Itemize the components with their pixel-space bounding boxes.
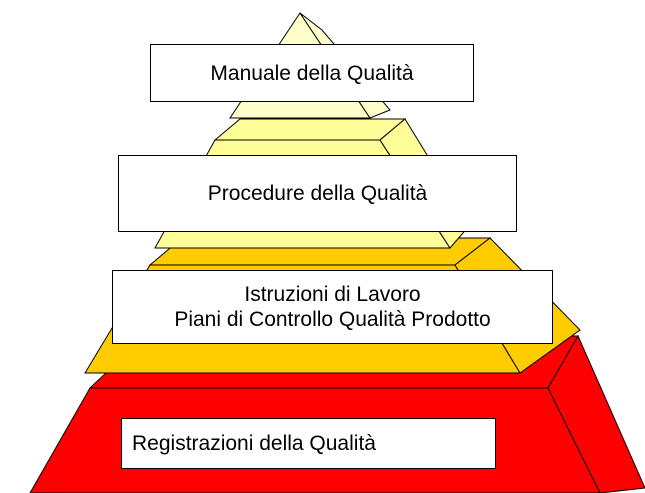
label-instructions-line-2: Piani di Controllo Qualità Prodotto — [174, 308, 491, 331]
label-manual-text: Manuale della Qualità — [210, 61, 414, 85]
tier-records-side — [547, 334, 645, 493]
tier-procedures-top — [213, 118, 407, 141]
label-procedures: Procedure della Qualità — [118, 155, 517, 232]
label-records-text: Registrazioni della Qualità — [132, 432, 376, 455]
label-manual: Manuale della Qualità — [150, 44, 474, 102]
label-instructions-line-1: Istruzioni di Lavoro — [244, 283, 421, 306]
label-procedures-text: Procedure della Qualità — [207, 182, 428, 205]
label-instructions: Istruzioni di Lavoro Piani di Controllo … — [112, 270, 553, 344]
label-records: Registrazioni della Qualità — [121, 418, 496, 469]
